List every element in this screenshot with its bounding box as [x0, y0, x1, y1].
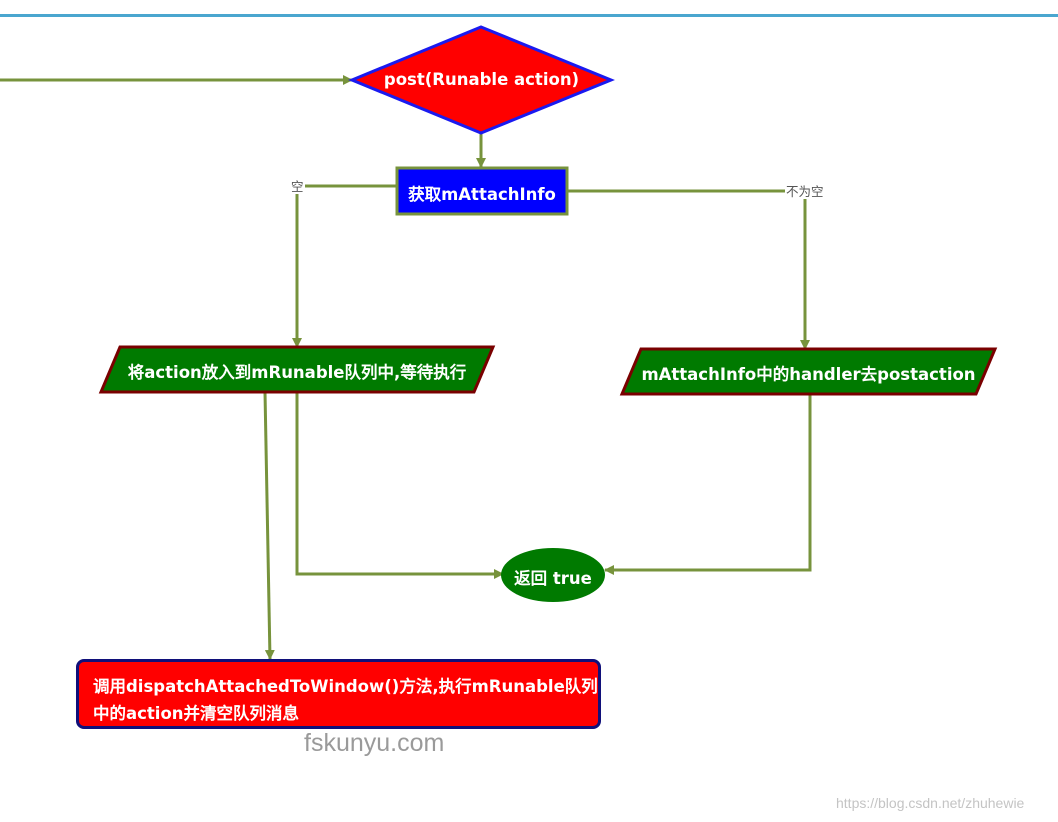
edge-get-to-enqueue-empty: [292, 184, 397, 348]
watermark-center: fskunyu.com: [304, 729, 445, 757]
terminal-return-true-shape: [501, 548, 605, 602]
watermark-corner: https://blog.csdn.net/zhuhewie: [836, 795, 1025, 811]
terminal-return-true-label: 返回 true: [514, 569, 592, 588]
edge-handler-to-return: [604, 394, 812, 575]
process-dispatch-attached-box: 调用dispatchAttachedToWindow()方法,执行mRunabl…: [76, 659, 601, 729]
io-handler-post-shape: [619, 347, 998, 396]
edge-enqueue-to-return: [295, 392, 504, 579]
edge-get-to-handler-not-empty: [567, 189, 810, 350]
process-get-attach-info-shape: [395, 166, 569, 216]
edge-enqueue-to-dispatch: [263, 391, 275, 660]
process-get-attach-info-label: 获取mAttachInfo: [408, 185, 556, 204]
io-enqueue-action-label: 将action放入到mRunable队列中,等待执行: [127, 363, 467, 382]
top-divider: [0, 14, 1058, 17]
edge-label-empty: 空: [290, 179, 305, 194]
decision-post-shape: [348, 25, 615, 135]
edge-label-not-empty: 不为空: [785, 184, 825, 199]
io-handler-post-label: mAttachInfo中的handler去postaction: [641, 365, 976, 384]
io-enqueue-action-shape: [98, 345, 496, 394]
process-dispatch-attached-label: 调用dispatchAttachedToWindow()方法,执行mRunabl…: [93, 677, 598, 723]
decision-post-label: post(Runable action): [383, 70, 580, 89]
